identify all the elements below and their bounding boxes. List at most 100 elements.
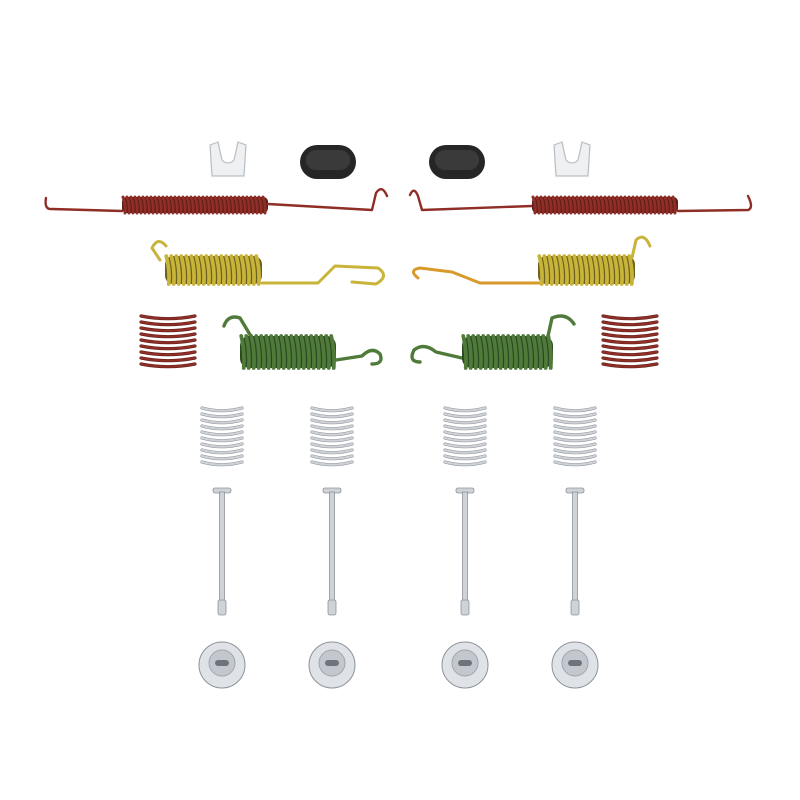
coil-turn [667,195,673,215]
coil-turn [249,254,256,286]
coil-turn [139,338,197,344]
coil-turn [635,195,641,215]
coil-turn [249,195,255,215]
coil-turn [607,195,613,215]
pin-tip [217,599,227,616]
coil-turn [244,334,251,370]
coil-turn [627,195,633,215]
coil-turn [239,334,246,370]
coil-turn [471,334,478,370]
coil-turn [139,344,197,350]
coil-turn [244,254,251,286]
coil-turn [559,195,565,215]
coil-turn [466,334,473,370]
coil-turn [577,254,584,286]
coil-turn [204,254,211,286]
coil-turn [542,254,549,286]
coil-turn [531,334,538,370]
coil-turn [553,442,597,448]
pin-shaft [572,491,578,605]
spring-wire [222,315,254,340]
coil-turn [501,334,508,370]
coil-turn [221,195,227,215]
u-clip [209,141,247,177]
coil-turn [603,195,609,215]
spring-wire [546,314,576,338]
coil-turn [476,334,483,370]
coil-turn [177,195,183,215]
coil-turn [169,254,176,286]
coil-turn [611,195,617,215]
coil-turn [537,254,544,286]
coil-turn [591,195,597,215]
coil-turn [139,350,197,356]
spring-wire [408,189,534,212]
coil-turn [443,442,487,448]
coil-turn [209,254,216,286]
spring-wire [410,344,464,364]
coil-turn [259,334,266,370]
coil-turn [595,195,601,215]
coil-turn [627,254,634,286]
washer-slot [568,660,582,666]
coil-turn [274,334,281,370]
coil-turn [592,254,599,286]
short-red-spring [139,314,197,369]
hold-down-spring [310,406,354,467]
coil-turn [197,195,203,215]
coil-turn [579,195,585,215]
coil-turn [443,460,487,466]
coil-turn [299,334,306,370]
coil-turn [161,195,167,215]
coil-turn [310,412,354,418]
coil-turn [553,418,597,424]
coil-turn [601,332,659,338]
spring-wire [266,188,389,212]
coil-turn [555,195,561,215]
coil-turn [443,430,487,436]
coil-turn [200,448,244,454]
hold-down-pin [455,487,475,616]
coil-turn [209,195,215,215]
coil-turn [601,344,659,350]
coil-turn [289,334,296,370]
coil-turn [567,195,573,215]
coil-turn [597,254,604,286]
rubber-plug [429,145,485,179]
retainer-washer [441,641,489,689]
coil-turn [553,406,597,412]
coil-turn [184,254,191,286]
coil-turn [304,334,311,370]
coil-turn [553,430,597,436]
pin-shaft [219,491,225,605]
coil-turn [516,334,523,370]
coil-turn [253,195,259,215]
retainer-washer [551,641,599,689]
coil-turn [200,418,244,424]
coil-turn [284,334,291,370]
long-return-spring-left [44,188,389,215]
coil-turn [310,406,354,412]
hold-down-pin [322,487,342,616]
coil-turn [671,195,677,215]
coil-turn [623,195,629,215]
coil-turn [205,195,211,215]
coil-turn [329,334,336,370]
coil-turn [612,254,619,286]
coil-turn [224,254,231,286]
coil-turn [443,424,487,430]
pin-tip [460,599,470,616]
coil-turn [189,195,195,215]
coil-turn [543,195,549,215]
coil-turn [310,418,354,424]
coil-turn [261,195,267,215]
coil-turn [309,334,316,370]
coil-turn [541,334,548,370]
plug-highlight [306,150,350,170]
coil-turn [601,314,659,320]
coil-turn [200,430,244,436]
coil-turn [219,254,226,286]
coil-turn [217,195,223,215]
coil-turn [310,424,354,430]
